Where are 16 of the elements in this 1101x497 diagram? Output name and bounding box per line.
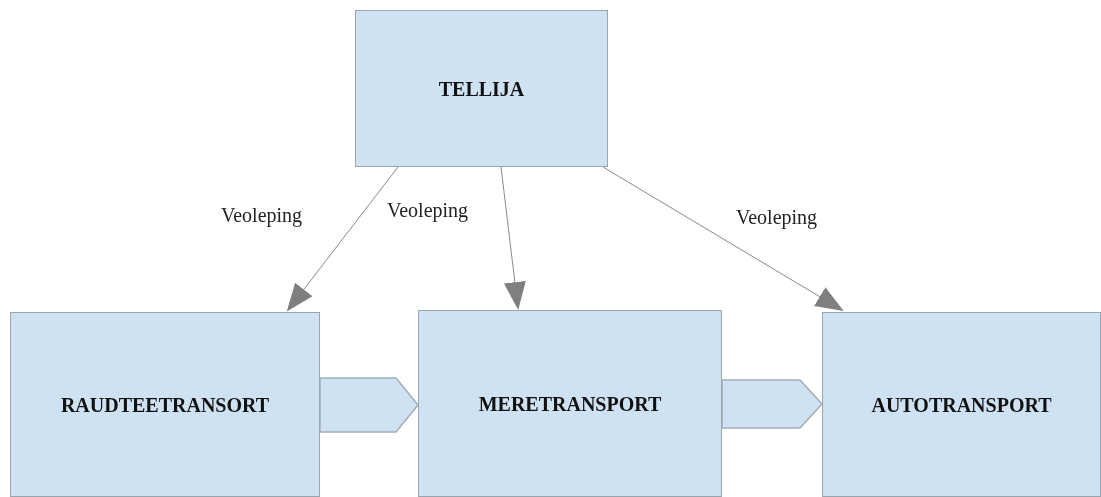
box-label: RAUDTEETRANSORT: [60, 392, 270, 418]
box-label: MERETRANSPORT: [478, 391, 662, 417]
box-label: AUTOTRANSPORT: [871, 392, 1052, 418]
arrow: [286, 166, 399, 312]
chevron-arrow: [319, 377, 419, 433]
arrow: [602, 166, 844, 312]
process-box: [10, 312, 320, 497]
box-label: TELLIJA: [438, 76, 525, 102]
process-box: [418, 310, 722, 497]
edge-label: Veoleping: [386, 200, 470, 220]
process-box: [355, 10, 608, 167]
arrow: [500, 166, 526, 310]
chevron-arrow: [721, 379, 823, 429]
edge-label: Veoleping: [735, 207, 819, 227]
process-box: [822, 312, 1101, 497]
edge-label: Veoleping: [220, 205, 304, 225]
